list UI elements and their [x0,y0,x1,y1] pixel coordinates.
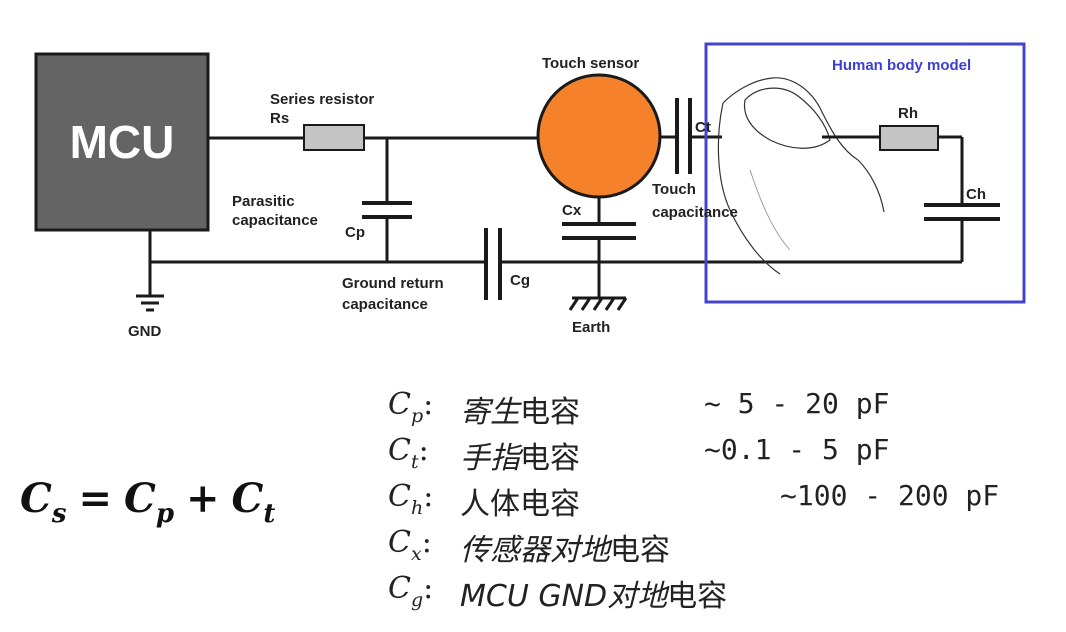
legend-description: 寄生电容 [460,395,580,430]
human-body-model-box [704,42,1026,304]
legend-description: 传感器对地电容 [460,533,670,568]
legend-symbol: Ct: [388,433,429,473]
ct-term-sub: t [263,499,276,529]
touch-sensor [536,73,662,199]
earth-symbol [568,296,628,311]
rh-resistor [879,125,939,151]
equals-sign: = [78,475,112,522]
legend-row-cx: Cx: 传感器对地电容 [388,525,1058,571]
touch-sensor-label: Touch sensor [542,55,639,72]
series-resistor [303,124,365,151]
legend-symbol: Cp: [388,387,434,427]
parasitic-label-line2: capacitance [232,212,318,229]
earth-label: Earth [572,319,610,336]
touch-capacitance-label-line1: Touch [652,181,696,198]
formula-area: Cs=Cp+Ct Cp: 寄生电容 ~ 5 - 20 pF Ct: 手指电容 ~… [0,385,1066,630]
legend-symbol: Cx: [388,525,432,565]
ground-return-label-line2: capacitance [342,296,428,313]
parasitic-label-line1: Parasitic [232,193,295,210]
legend-row-cp: Cp: 寄生电容 ~ 5 - 20 pF [388,387,1058,433]
rh-label: Rh [898,105,918,122]
cs-sub: s [51,499,67,529]
legend-symbol: Ch: [388,479,434,519]
human-body-model-title: Human body model [832,57,971,74]
cs-formula: Cs=Cp+Ct [20,475,275,529]
legend-range: ~0.1 - 5 pF [704,433,890,466]
cp-term-base: C [124,475,156,522]
legend-range: ~ 5 - 20 pF [704,387,890,420]
ct-label: Ct [695,119,711,136]
ct-term-base: C [231,475,264,522]
ch-label: Ch [966,186,986,203]
legend-description: MCU GND对地电容 [460,579,728,614]
ground-return-label-line1: Ground return [342,275,444,292]
finger-illustration [717,77,885,275]
gnd-symbol [136,294,164,312]
mcu-label: MCU [70,116,175,168]
touch-capacitance-label-line2: capacitance [652,204,738,221]
gnd-label: GND [128,323,162,340]
cg-label: Cg [510,272,530,289]
legend-row-cg: Cg: MCU GND对地电容 [388,571,1058,617]
cp-label: Cp [345,224,365,241]
mcu-block [34,52,210,232]
rs-label: Rs [270,110,289,127]
legend-description: 人体电容 [460,487,580,522]
touch-sensing-circuit-diagram: MCU [34,42,1026,340]
series-resistor-label: Series resistor [270,91,374,108]
legend-description: 手指电容 [460,441,580,476]
legend-symbol: Cg: [388,571,434,611]
legend-range: ~100 - 200 pF [780,479,1000,512]
plus-sign: + [186,475,220,522]
legend-row-ct: Ct: 手指电容 ~0.1 - 5 pF [388,433,1058,479]
legend-row-ch: Ch: 人体电容 ~100 - 200 pF [388,479,1058,525]
cx-label: Cx [562,202,582,219]
cs-base: C [20,475,52,522]
cp-term-sub: p [155,499,175,529]
